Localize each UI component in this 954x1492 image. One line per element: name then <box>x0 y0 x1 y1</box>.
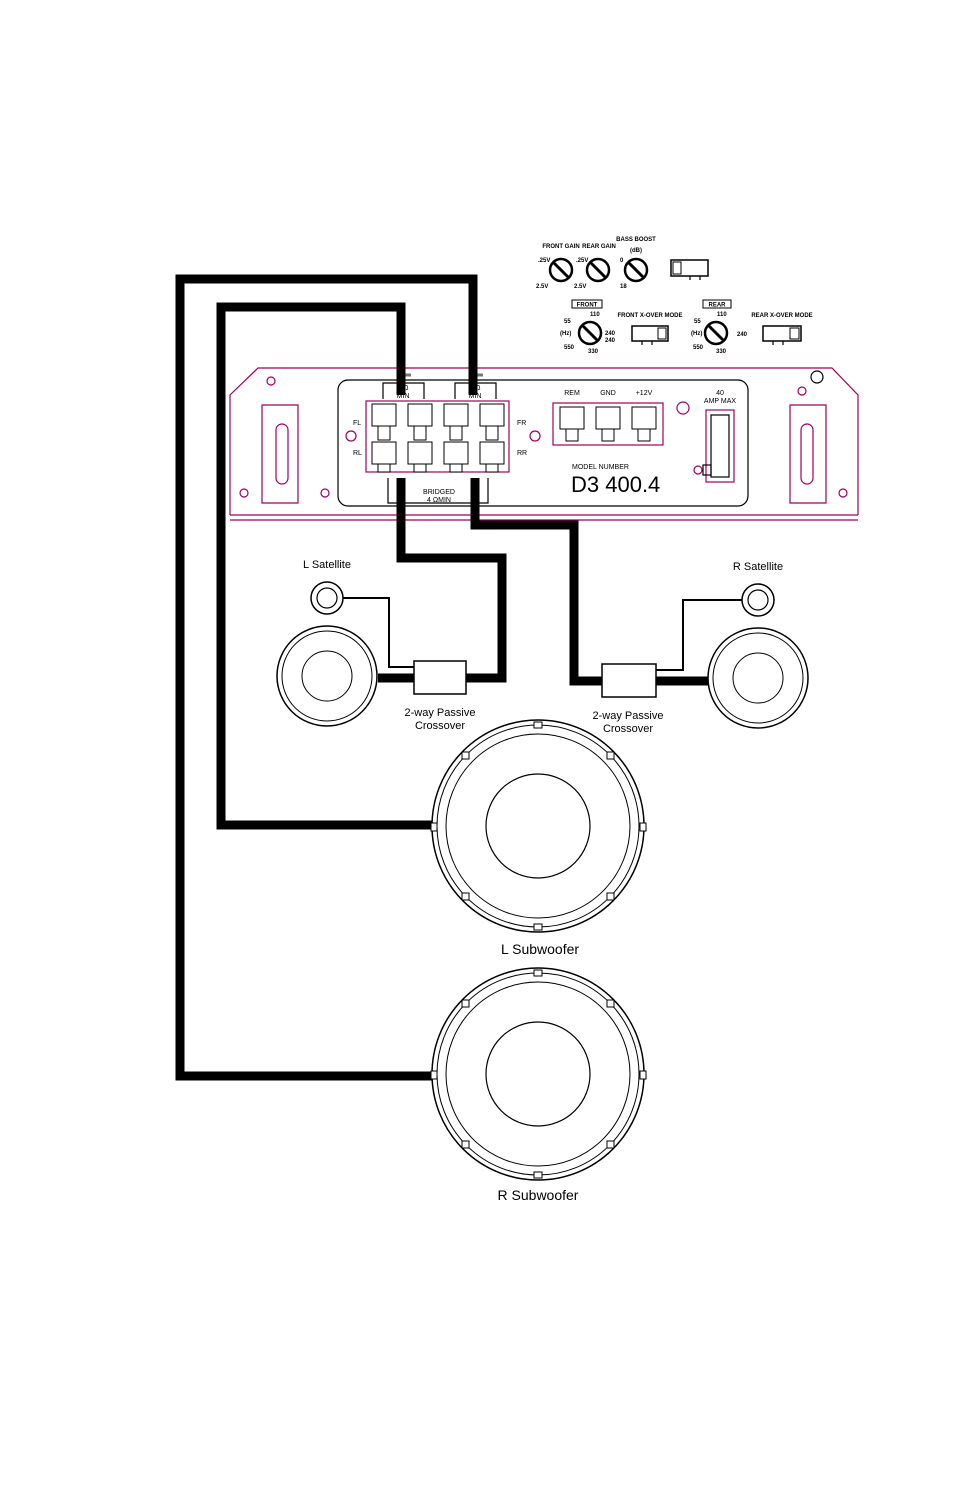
rear-freq-110: 110 <box>717 312 727 318</box>
r-crossover-label-2: Crossover <box>603 723 653 735</box>
rear-freq-55: 55 <box>694 319 701 325</box>
bridged-min-label: 4 ΩMIN <box>427 497 451 504</box>
front-gain-knob[interactable] <box>548 257 574 283</box>
r-subwoofer-label: R Subwoofer <box>498 1187 579 1203</box>
front-hz-label: (Hz) <box>560 331 571 337</box>
rear-hz-label: (Hz) <box>691 331 702 337</box>
bass-boost-unit: (dB) <box>630 248 642 254</box>
model-number-label: MODEL NUMBER <box>572 464 629 471</box>
top-switch[interactable] <box>670 259 709 280</box>
fuse-rating: 40 <box>716 390 724 397</box>
wire-l-subwoofer <box>216 302 440 830</box>
rear-freq-550: 550 <box>693 345 704 351</box>
rear-freq-330: 330 <box>716 349 727 355</box>
r-woofer-icon <box>707 627 809 729</box>
front-freq-550: 550 <box>564 345 575 351</box>
wire-l-tweeter <box>343 597 414 668</box>
rear-crossover-box: REAR <box>702 299 732 309</box>
svg-text:FRONT: FRONT <box>577 303 598 309</box>
label-fr: FR <box>517 420 526 427</box>
r-crossover-label-1: 2-way Passive <box>593 710 664 722</box>
front-xover-mode-label: FRONT X-OVER MODE <box>617 313 682 319</box>
rear-crossover-knob[interactable] <box>703 320 729 346</box>
front-gain-label: FRONT GAIN <box>542 244 579 250</box>
rear-gain-knob[interactable] <box>585 257 611 283</box>
r-subwoofer-icon <box>430 967 647 1181</box>
r-crossover <box>601 663 657 698</box>
front-freq-240b: 240 <box>605 338 616 344</box>
l-tweeter-icon <box>310 581 344 615</box>
power-terminal-block <box>552 402 664 446</box>
l-subwoofer-label: L Subwoofer <box>501 941 579 957</box>
min-ohm-right-b: MIN <box>469 393 482 400</box>
bass-boost-label: BASS BOOST <box>616 237 656 243</box>
front-freq-110: 110 <box>590 312 600 318</box>
front-xover-mode-switch[interactable] <box>631 325 669 345</box>
l-satellite-label: L Satellite <box>303 559 351 571</box>
bass-boost-min: 0 <box>620 258 624 264</box>
l-crossover-label-2: Crossover <box>415 720 465 732</box>
label-rr: RR <box>517 450 527 457</box>
label-rem: REM <box>564 390 580 397</box>
front-crossover-box: FRONT <box>571 299 603 309</box>
wire-r-subwoofer <box>175 274 478 1081</box>
front-crossover-knob[interactable] <box>577 320 603 346</box>
l-subwoofer-icon <box>430 719 647 933</box>
label-12v: +12V <box>636 390 653 397</box>
wire-r-crossover <box>470 478 602 686</box>
front-freq-330: 330 <box>588 349 599 355</box>
model-number: D3 400.4 <box>571 472 660 497</box>
label-rl: RL <box>353 450 362 457</box>
control-panel: FRONT GAIN REAR GAIN BASS BOOST (dB) .25… <box>536 237 813 355</box>
mount-hole-icon <box>810 370 824 384</box>
front-gain-max: 2.5V <box>536 284 548 290</box>
terminal-screws <box>371 403 505 473</box>
bass-boost-max: 18 <box>620 284 627 290</box>
speaker-terminal-block <box>365 400 510 473</box>
label-gnd: GND <box>600 390 616 397</box>
r-satellite-label: R Satellite <box>733 561 783 573</box>
wire-l-crossover <box>396 478 507 683</box>
rear-gain-max: 2.5V <box>574 284 586 290</box>
rear-freq-240: 240 <box>737 332 748 338</box>
rear-gain-label: REAR GAIN <box>582 244 616 250</box>
rear-xover-mode-switch[interactable] <box>762 325 802 345</box>
r-tweeter-icon <box>741 583 775 617</box>
wiring <box>175 274 742 1081</box>
front-freq-240a: 240 <box>605 331 616 337</box>
front-freq-55: 55 <box>564 319 571 325</box>
fuse-icon <box>702 409 735 483</box>
mount-slot-right <box>789 404 827 504</box>
label-fl: FL <box>353 420 361 427</box>
fuse-label: AMP MAX <box>704 398 736 405</box>
svg-text:REAR: REAR <box>708 303 726 309</box>
l-crossover <box>413 660 467 695</box>
amplifier: FL RL FR RR 2 Ω MIN 2 Ω MIN BRIDGED 4 ΩM… <box>229 367 859 521</box>
bridged-label: BRIDGED <box>423 489 455 496</box>
rear-xover-mode-label: REAR X-OVER MODE <box>751 313 812 319</box>
power-screws <box>559 406 657 442</box>
l-woofer-icon <box>276 625 378 727</box>
wire-r-tweeter <box>656 599 742 671</box>
front-gain-min: .25V <box>538 258 550 264</box>
l-crossover-label-1: 2-way Passive <box>405 707 476 719</box>
mount-slot-left <box>261 404 299 504</box>
rear-gain-min: .25V <box>576 258 588 264</box>
min-ohm-left-b: MIN <box>397 393 410 400</box>
bass-boost-knob[interactable] <box>623 257 649 283</box>
